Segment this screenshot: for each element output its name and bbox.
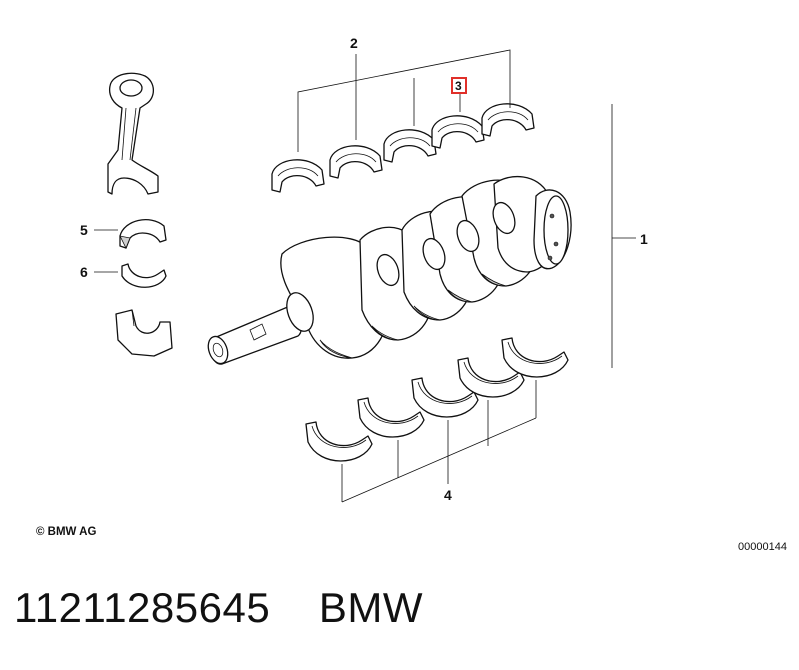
crankshaft bbox=[207, 175, 572, 365]
connecting-rod bbox=[107, 72, 159, 195]
callout-1: 1 bbox=[640, 231, 648, 247]
rod-bearing-upper bbox=[119, 219, 167, 249]
callout-2-bracket bbox=[297, 49, 511, 152]
callout-4-bracket bbox=[341, 380, 537, 503]
copyright-label: © BMW AG bbox=[36, 526, 97, 538]
callout-5: 5 bbox=[80, 222, 88, 238]
callout-2: 2 bbox=[350, 35, 358, 51]
rod-bearing-lower bbox=[121, 263, 167, 288]
diagram-code: 00000144 bbox=[738, 541, 787, 553]
main-bearing-shells-upper bbox=[271, 103, 535, 193]
callout-6: 6 bbox=[80, 264, 88, 280]
callout-3-highlight: 3 bbox=[451, 77, 467, 94]
part-number: 11211285645 bbox=[14, 584, 271, 631]
rod-cap bbox=[115, 309, 173, 357]
callout-1-bracket bbox=[611, 104, 636, 368]
callout-3: 3 bbox=[455, 79, 462, 93]
brand-name: BMW bbox=[318, 584, 424, 631]
part-caption: 11211285645 BMW bbox=[14, 584, 423, 632]
main-bearing-shells-lower bbox=[305, 337, 569, 462]
callout-4: 4 bbox=[444, 487, 452, 503]
